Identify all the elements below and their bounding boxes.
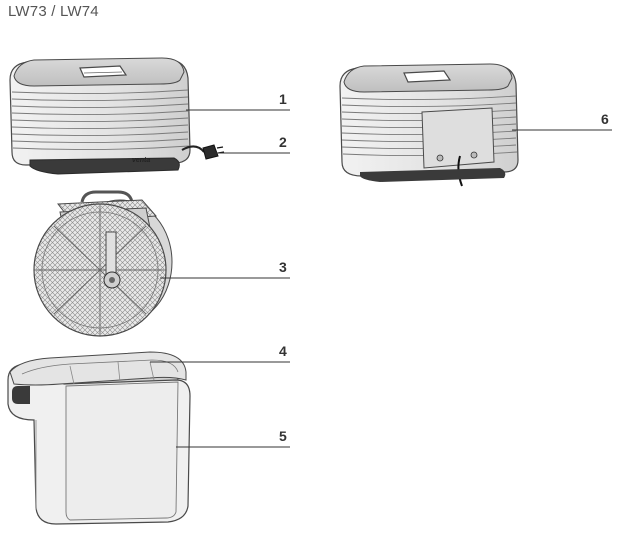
upper-unit-rear xyxy=(339,63,519,187)
water-tank xyxy=(7,351,191,525)
callout-leaders xyxy=(150,109,612,448)
callout-number-4: 4 xyxy=(279,343,287,359)
disc-stack xyxy=(33,190,173,337)
callout-number-6: 6 xyxy=(601,111,609,127)
housing-ribs xyxy=(11,89,190,151)
power-cord xyxy=(181,144,225,160)
brand-logo: venta xyxy=(132,157,150,164)
callout-number-5: 5 xyxy=(279,428,287,444)
page-title: LW73 / LW74 xyxy=(8,3,99,20)
callout-number-1: 1 xyxy=(279,91,287,107)
callout-number-2: 2 xyxy=(279,134,287,150)
callout-number-3: 3 xyxy=(279,259,287,275)
upper-unit-front: venta xyxy=(9,57,191,175)
